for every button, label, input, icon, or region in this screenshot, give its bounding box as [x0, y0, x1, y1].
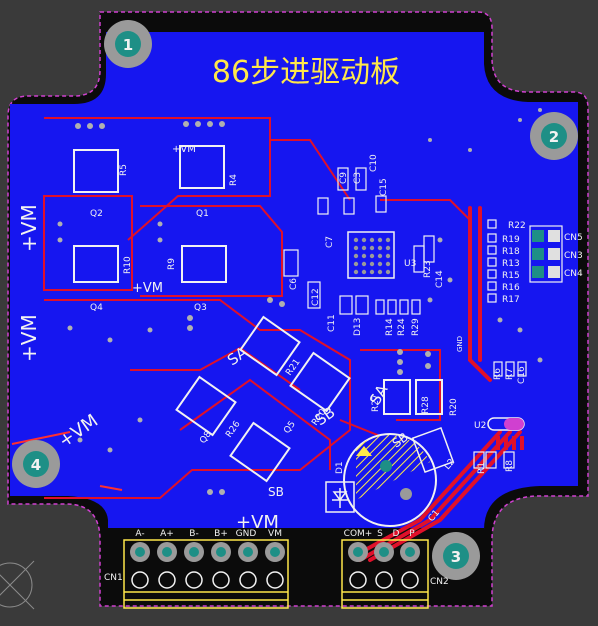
gnd-label: GND: [456, 336, 464, 352]
ref-designator: C3: [353, 172, 363, 184]
cn1-pin-label: B+: [214, 529, 228, 539]
ref-designator: C10: [369, 154, 379, 172]
ref-designator: CN1: [104, 573, 123, 583]
terminal-cn2[interactable]: [341, 539, 429, 609]
ref-designator: C14: [435, 270, 445, 288]
ref-designator: C11: [327, 314, 337, 332]
mount-hole-2[interactable]: 2: [530, 112, 578, 160]
ref-designator: R7: [505, 368, 515, 380]
cn2-pin-label: P: [409, 529, 415, 539]
ref-designator: R13: [502, 259, 520, 269]
cn345-pads[interactable]: [529, 225, 563, 283]
ref-designator: R4: [229, 174, 239, 186]
ref-designator: CN3: [564, 251, 583, 261]
ref-designator: R1: [477, 462, 487, 474]
smd-outlines: [283, 167, 527, 469]
mount-hole-label: 4: [31, 456, 41, 474]
ref-designator: R18: [502, 247, 520, 257]
ref-designator: U2: [474, 421, 486, 431]
mount-hole-1[interactable]: 1: [104, 20, 152, 68]
capacitor-c1[interactable]: [343, 433, 437, 527]
ref-designator: CN5: [564, 233, 583, 243]
ref-designator: R29: [411, 318, 421, 336]
origin-crosshair: [0, 560, 35, 610]
mount-hole-label: 1: [123, 36, 133, 54]
resistor-column: [487, 219, 497, 303]
mount-hole-label: 2: [549, 128, 559, 146]
power-label-vm: +VM: [17, 314, 41, 362]
cn1-pin-label: B-: [189, 529, 198, 539]
ref-designator: R5: [119, 164, 129, 176]
ref-designator: Q1: [196, 209, 209, 219]
ref-designator: R22: [508, 221, 526, 231]
inductor-l2: [411, 426, 455, 474]
cn2-pin-label: S: [377, 529, 383, 539]
power-label-vm: +VM: [132, 281, 163, 296]
mosfet-footprints: [73, 145, 443, 483]
ref-designator: Q3: [194, 303, 207, 313]
terminal-cn1[interactable]: [123, 539, 289, 609]
cn2-pin-label: COM+: [344, 529, 373, 539]
ref-designator: C7: [325, 236, 335, 248]
ref-designator: R17: [502, 295, 520, 305]
ref-designator: Q4: [90, 303, 103, 313]
ref-designator: R23: [423, 260, 433, 278]
power-label-vm: +VM: [17, 204, 41, 252]
mount-hole-3[interactable]: 3: [432, 532, 480, 580]
ref-designator: C6: [289, 278, 299, 290]
ref-designator: R15: [502, 271, 520, 281]
ref-designator: R14: [385, 318, 395, 336]
ref-designator: R27: [371, 394, 381, 412]
ref-designator: R8: [505, 460, 515, 472]
ref-designator: U3: [404, 259, 416, 269]
ref-designator: R28: [421, 396, 431, 414]
cn1-pin-label: VM: [268, 529, 282, 539]
ref-designator: R24: [397, 318, 407, 336]
ref-designator: C16: [517, 366, 527, 384]
power-label-vm: +VM: [172, 144, 196, 155]
ref-designator: C12: [311, 288, 321, 306]
cn1-pin-label: GND: [236, 529, 257, 539]
ref-designator: Q2: [90, 209, 103, 219]
mount-hole-label: 3: [451, 548, 461, 566]
ref-designator: R10: [123, 256, 133, 274]
ref-designator: C15: [379, 178, 389, 196]
ref-designator: R20: [449, 398, 459, 416]
mount-hole-4[interactable]: 4: [12, 440, 60, 488]
ref-designator: CN2: [430, 577, 449, 587]
cn1-pin-label: A-: [135, 529, 144, 539]
cn2-pin-label: D: [393, 529, 400, 539]
board-title: 86步进驱动板: [212, 55, 400, 90]
diode-d1[interactable]: [325, 481, 355, 513]
ref-designator: R16: [502, 283, 520, 293]
ref-designator: C9: [339, 172, 349, 184]
optocoupler-u2[interactable]: [487, 417, 525, 450]
ref-designator: R9: [167, 258, 177, 270]
copper-pour: [10, 32, 578, 530]
power-label-vm: +VM: [236, 512, 279, 533]
ref-designator: R19: [502, 235, 520, 245]
cn1-pin-label: A+: [160, 529, 174, 539]
ref-designator: R6: [493, 368, 503, 380]
ref-designator: D1: [335, 461, 345, 474]
ref-designator: CN4: [564, 269, 583, 279]
red-drill-lines: [11, 431, 123, 491]
net-label: SB: [268, 485, 284, 499]
ic-u3[interactable]: [347, 231, 395, 279]
ref-designator: D13: [353, 318, 363, 336]
via-array: [57, 108, 543, 495]
